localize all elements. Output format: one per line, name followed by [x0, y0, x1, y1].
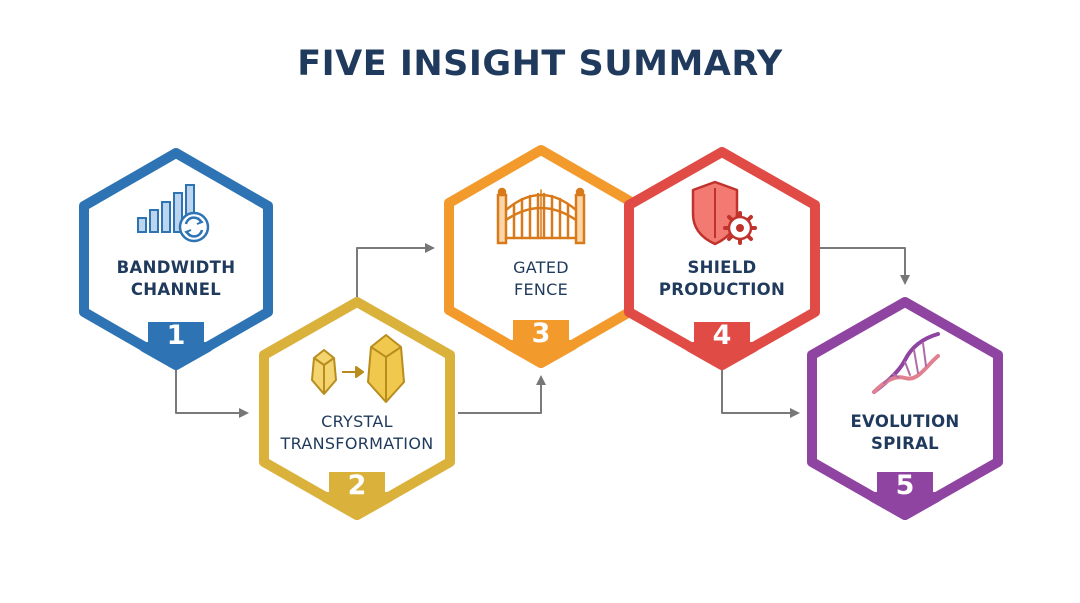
step-2-hexagon	[259, 297, 455, 520]
step-5-number: 5	[895, 470, 915, 501]
page-title: FIVE INSIGHT SUMMARY	[297, 44, 783, 84]
step-1-hexagon	[79, 148, 273, 370]
connector-2-3-top	[356, 243, 435, 299]
step-3-number: 3	[531, 318, 551, 349]
gate-icon	[496, 187, 586, 245]
dna-icon	[872, 332, 940, 394]
bandwidth-bars-icon	[137, 184, 210, 243]
connector-1-2	[175, 366, 249, 418]
step-5-hexagon	[807, 297, 1003, 520]
connector-2-3-bottom	[458, 375, 546, 414]
step-4-hexagon	[624, 147, 820, 370]
step-1-number: 1	[166, 320, 186, 351]
connector-4-5-top	[820, 247, 910, 285]
step-2-number: 2	[347, 470, 367, 501]
step-4-number: 4	[712, 320, 732, 351]
crystal-transform-icon	[311, 334, 405, 403]
connector-4-5-bottom	[721, 366, 800, 418]
shield-gear-icon	[691, 180, 757, 246]
